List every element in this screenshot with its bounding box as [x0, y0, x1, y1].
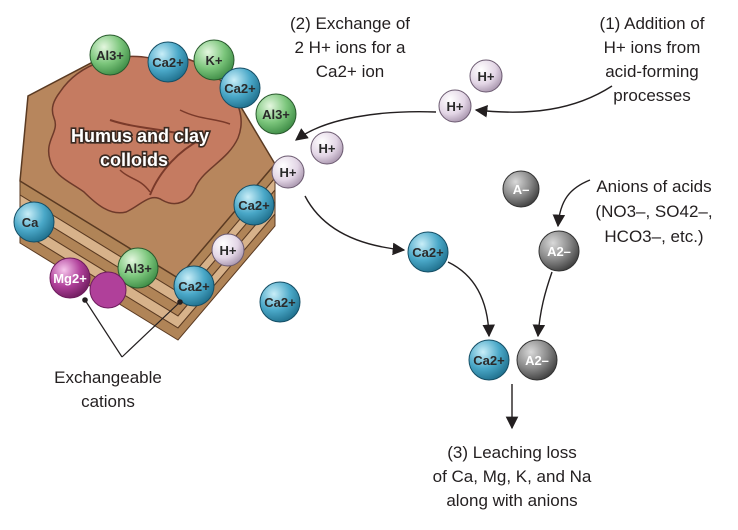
arrow-ca-release — [304, 195, 406, 256]
anions-line3: HCO3–, etc.) — [604, 227, 703, 246]
svg-text:Ca2+: Ca2+ — [224, 81, 256, 96]
leached-ca-ion: Ca2+ — [468, 339, 510, 381]
arrow-anion-to-leach — [532, 271, 553, 338]
exchangeable-label: Exchangeable cations — [54, 368, 162, 411]
h-ion: H+ — [438, 89, 472, 123]
step1-label: (1) Addition of H+ ions from acid-formin… — [600, 14, 705, 105]
svg-text:Ca2+: Ca2+ — [152, 55, 184, 70]
arrow-h-exchange — [294, 111, 437, 141]
humus-vein — [179, 109, 231, 125]
al-ion: Al3+ — [255, 93, 297, 135]
anion-a2-minus: A2– — [538, 230, 580, 272]
svg-text:Mg2+: Mg2+ — [53, 271, 87, 286]
step1-line2: H+ ions from — [604, 38, 701, 57]
h-ion: H+ — [271, 155, 305, 189]
solution-ions: H+ H+ H+ Ca2+ Ca2+ A– A2– Ca2+ — [259, 59, 580, 381]
ca-ion: Ca2+ — [407, 231, 449, 273]
step3-line3: along with anions — [446, 491, 577, 510]
ca-ion-partial: Ca — [13, 201, 55, 243]
step3-line1: (3) Leaching loss — [447, 443, 576, 462]
svg-text:Ca2+: Ca2+ — [264, 295, 296, 310]
step2-label: (2) Exchange of 2 H+ ions for a Ca2+ ion — [290, 14, 410, 81]
svg-text:Al3+: Al3+ — [96, 48, 124, 63]
anions-line1: Anions of acids — [596, 177, 711, 196]
step1-line3: acid-forming — [605, 62, 699, 81]
step3-label: (3) Leaching loss of Ca, Mg, K, and Na a… — [433, 443, 592, 510]
ca-ion: Ca2+ — [233, 184, 275, 226]
svg-text:H+: H+ — [280, 165, 297, 180]
step3-line2: of Ca, Mg, K, and Na — [433, 467, 592, 486]
ca-ion: Ca2+ — [147, 41, 189, 83]
svg-text:Ca2+: Ca2+ — [412, 245, 444, 260]
anion-a-minus: A– — [502, 170, 540, 208]
step2-line1: (2) Exchange of — [290, 14, 410, 33]
h-ion: H+ — [211, 233, 245, 267]
svg-text:K+: K+ — [206, 53, 223, 68]
ca-ion: Ca2+ — [173, 265, 215, 307]
exchangeable-line1: Exchangeable — [54, 368, 162, 387]
svg-text:Ca: Ca — [22, 215, 39, 230]
humus-vein — [109, 119, 203, 196]
svg-text:H+: H+ — [319, 141, 336, 156]
svg-text:Ca2+: Ca2+ — [238, 198, 270, 213]
svg-text:H+: H+ — [478, 69, 495, 84]
step1-line4: processes — [613, 86, 690, 105]
al-ion: Al3+ — [89, 34, 131, 76]
step2-line3: Ca2+ ion — [316, 62, 385, 81]
svg-text:Al3+: Al3+ — [262, 107, 290, 122]
svg-text:A2–: A2– — [525, 353, 549, 368]
colloid-label-line1: Humus and clay — [71, 126, 209, 146]
anions-label: Anions of acids (NO3–, SO42–, HCO3–, etc… — [595, 177, 712, 246]
h-ion: H+ — [469, 59, 503, 93]
arrow-acid-addition — [474, 85, 613, 118]
mg-ion-shadow — [89, 271, 127, 309]
svg-text:A2–: A2– — [547, 244, 571, 259]
anions-line2: (NO3–, SO42–, — [595, 202, 712, 221]
svg-text:H+: H+ — [447, 99, 464, 114]
mg-ion: Mg2+ — [49, 257, 91, 299]
ca-ion: Ca2+ — [219, 67, 261, 109]
al-ion: Al3+ — [117, 247, 159, 289]
leached-a2-minus: A2– — [516, 339, 558, 381]
svg-text:Ca2+: Ca2+ — [473, 353, 505, 368]
colloid-label-line2: colloids — [100, 150, 168, 170]
exchangeable-line2: cations — [81, 392, 135, 411]
step2-line2: 2 H+ ions for a — [294, 38, 406, 57]
svg-text:A–: A– — [513, 182, 530, 197]
arrows — [294, 85, 613, 430]
exchangeable-pointers — [82, 297, 183, 358]
step1-line1: (1) Addition of — [600, 14, 705, 33]
svg-text:Ca2+: Ca2+ — [178, 279, 210, 294]
h-ion: H+ — [310, 131, 344, 165]
arrow-ca-to-leach — [447, 261, 495, 338]
k-ion: K+ — [193, 39, 235, 81]
humus-vein — [119, 169, 151, 193]
ca-ion: Ca2+ — [259, 281, 301, 323]
svg-text:Al3+: Al3+ — [124, 261, 152, 276]
adsorbed-ions: Al3+ Ca2+ K+ Ca2+ Al3+ H+ Ca2+ H+ — [13, 34, 305, 309]
svg-text:H+: H+ — [220, 243, 237, 258]
arrow-anion-input — [552, 179, 591, 228]
